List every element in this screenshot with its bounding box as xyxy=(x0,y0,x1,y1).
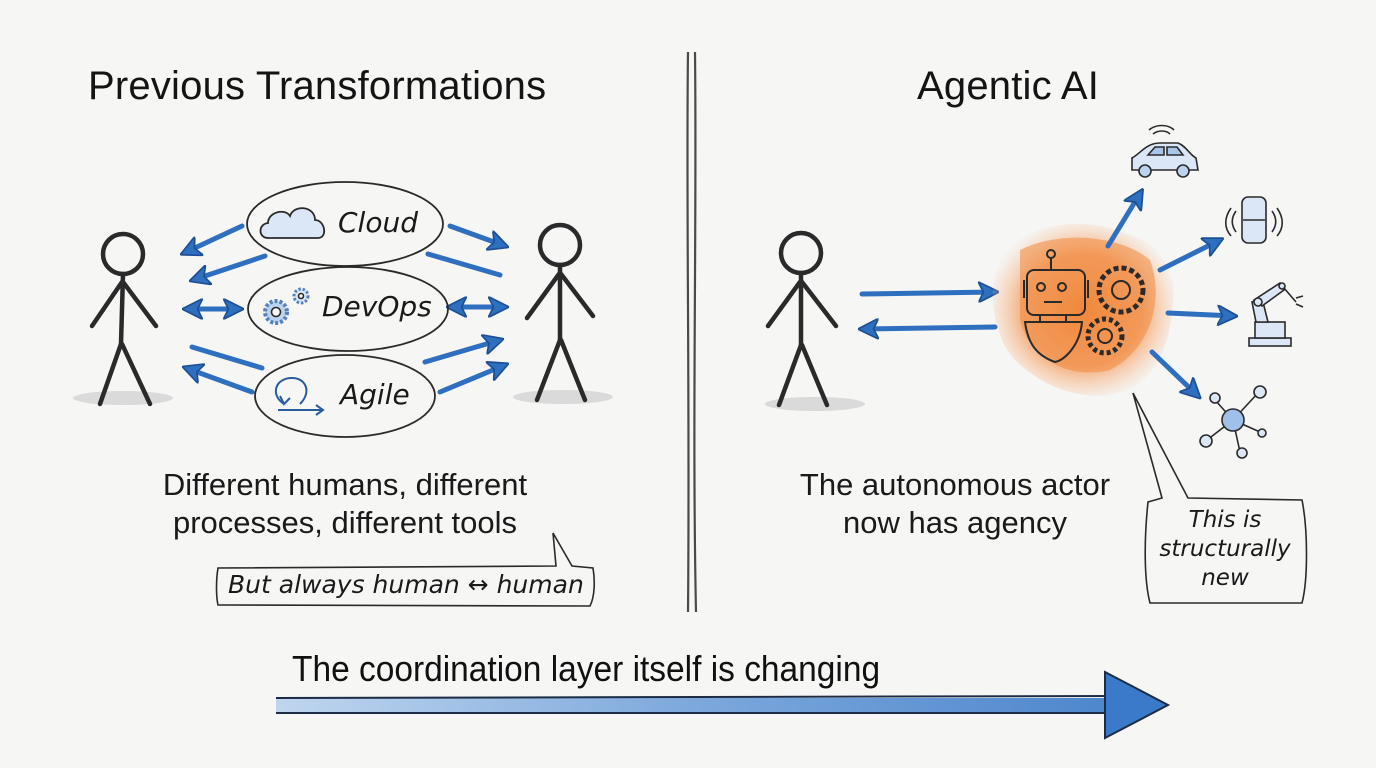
right-caption: The autonomous actor now has agency xyxy=(760,466,1150,542)
left-caption-line-2: processes, different tools xyxy=(172,505,518,540)
stick-figure-left xyxy=(73,231,173,407)
right-callout-line-2: structurally xyxy=(1159,536,1291,562)
left-panel-title: Previous Transformations xyxy=(88,64,547,108)
bottom-big-arrow xyxy=(275,670,1171,740)
pill-label-devops: DevOps xyxy=(322,290,432,323)
stick-figure-right xyxy=(513,222,613,404)
left-callout-bubble xyxy=(215,532,596,607)
right-callout-line-3: new xyxy=(1201,565,1249,591)
smart-speaker-icon xyxy=(1224,196,1284,244)
network-node-icon xyxy=(1199,385,1267,459)
right-callout-text: This is structurally new xyxy=(1150,506,1300,593)
right-callout-bubble xyxy=(1132,392,1308,604)
connected-car-icon xyxy=(1131,124,1199,178)
footer-headline: The coordination layer itself is changin… xyxy=(292,648,881,689)
pill-label-cloud: Cloud xyxy=(338,206,418,239)
left-caption-line-1: Different humans, different xyxy=(162,467,528,502)
left-arrows xyxy=(184,223,505,395)
pill-label-agile: Agile xyxy=(340,378,410,411)
loop-arrow-icon xyxy=(274,376,325,416)
left-callout-text: But always human ↔ human xyxy=(228,570,584,599)
center-divider xyxy=(686,51,698,613)
right-callout-line-1: This is xyxy=(1188,507,1262,533)
right-panel-title: Agentic AI xyxy=(917,64,1100,108)
stick-figure-agentic xyxy=(765,230,865,411)
right-caption-line-2: now has agency xyxy=(842,505,1068,540)
human-agent-arrows xyxy=(862,292,995,329)
left-caption: Different humans, different processes, d… xyxy=(120,466,570,542)
pills xyxy=(246,181,449,438)
right-caption-line-1: The autonomous actor xyxy=(799,467,1111,502)
agent-orange-blob xyxy=(992,223,1174,396)
agent-outgoing-arrows xyxy=(1105,192,1234,396)
robot-arm-icon xyxy=(1248,281,1304,347)
cloud-icon xyxy=(259,207,325,239)
gears-icon xyxy=(263,287,310,325)
robot-with-gears-icon xyxy=(1023,249,1146,364)
